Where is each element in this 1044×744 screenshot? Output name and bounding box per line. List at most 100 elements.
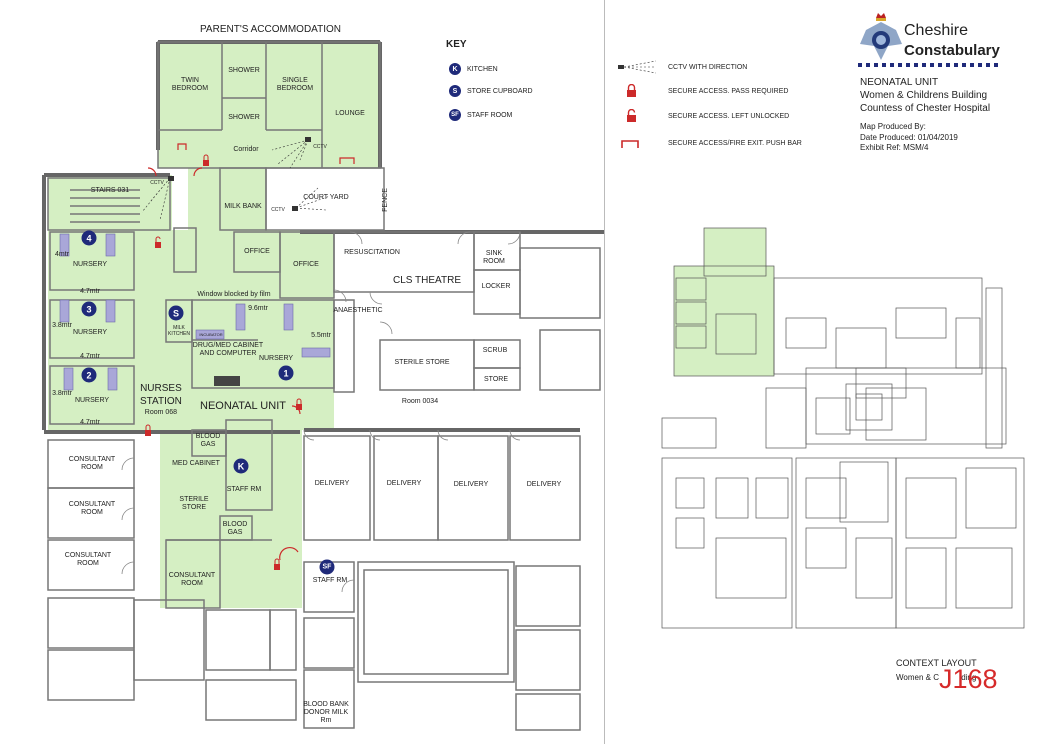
context-layout-title: CONTEXT LAYOUT — [896, 658, 977, 668]
key-title: KEY — [446, 39, 467, 50]
court-yard-label: COURT YARD — [303, 194, 349, 201]
blood-gas-label: BLOOD GAS — [222, 521, 248, 536]
resuscitation-label: RESUSCITATION — [344, 249, 400, 256]
sterile-store-label: STERILE STORE — [394, 359, 450, 366]
floor-plan — [42, 40, 604, 731]
battenburg-stripe — [858, 63, 998, 67]
delivery-room-label: DELIVERY — [386, 480, 422, 487]
dimension-label: 3.8mtr — [52, 322, 72, 329]
key-item-kitchen: K KITCHEN — [449, 63, 498, 75]
consultant-room-label: CONSULTANT ROOM — [64, 552, 112, 567]
scrub-label: SCRUB — [482, 347, 508, 354]
blood-gas-label: BLOOD GAS — [195, 433, 221, 448]
cls-theatre-label: CLS THEATRE — [393, 275, 461, 286]
legend-item-cctv: CCTV WITH DIRECTION — [616, 60, 747, 74]
padlocks — [145, 154, 302, 570]
unlocked-padlock-icon — [627, 109, 636, 122]
brand-line-2: Constabulary — [904, 42, 1000, 59]
store-badge-icon: S — [449, 85, 461, 97]
interior-walls — [47, 41, 601, 731]
cctv-label: CCTV — [271, 207, 285, 213]
context-layout-map — [661, 227, 1025, 629]
office-label: OFFICE — [293, 261, 319, 268]
push-bar-exit-icon — [621, 140, 639, 148]
nursery-label: NURSERY — [258, 355, 294, 362]
legend-item-locked: SECURE ACCESS. PASS REQUIRED — [616, 84, 788, 98]
staff-badge-icon: SF — [449, 109, 461, 121]
delivery-room-label: DELIVERY — [526, 481, 562, 488]
neonatal-unit-label: NEONATAL UNIT — [200, 400, 286, 412]
locker-label: LOCKER — [481, 283, 511, 290]
shower-label: SHOWER — [228, 114, 260, 121]
delivery-room-label: DELIVERY — [453, 481, 489, 488]
twin-bedroom-label: TWIN BEDROOM — [171, 77, 209, 92]
info-produced-by: Map Produced By: — [860, 122, 926, 131]
cctv-icon — [618, 60, 657, 74]
cctv-label: CCTV — [150, 180, 164, 186]
consultant-room-label: CONSULTANT ROOM — [168, 572, 216, 587]
nursery-label: NURSERY — [72, 261, 108, 268]
info-exhibit: Exhibit Ref: MSM/4 — [860, 143, 929, 152]
store-cupboard-badge: S — [168, 305, 184, 321]
nursery-number-badge: 3 — [81, 301, 97, 317]
corridor-label: Corridor — [233, 146, 259, 153]
nurses-station-label: NURSES STATION — [140, 383, 182, 407]
key-item-store: S STORE CUPBOARD — [449, 85, 533, 97]
nursery-number-badge: 2 — [81, 367, 97, 383]
incubators — [59, 233, 331, 391]
info-unit: NEONATAL UNIT — [860, 77, 939, 88]
legend-label: SECURE ACCESS/FIRE EXIT. PUSH BAR — [668, 139, 802, 147]
dimension-label: 3.8mtr — [52, 390, 72, 397]
dimension-label: 4.7mtr — [80, 419, 100, 426]
context-layout-subtitle: Women & C ding — [896, 673, 977, 682]
nursery-label: NURSERY — [72, 329, 108, 336]
doors — [121, 231, 521, 593]
dimension-label: 4.7mtr — [80, 288, 100, 295]
legend-label: SECURE ACCESS. LEFT UNLOCKED — [668, 112, 790, 120]
cctv-cameras — [141, 139, 331, 221]
parents-accommodation-title: PARENT'S ACCOMMODATION — [200, 24, 341, 35]
dimension-label: 4mtr — [55, 251, 69, 258]
page-divider — [604, 0, 605, 744]
incubator-label: INCUBATOR — [199, 332, 223, 337]
info-building: Women & Childrens Building — [860, 90, 988, 101]
neonatal-shaded-area — [48, 42, 380, 608]
dimension-label: 4.7mtr — [80, 353, 100, 360]
staff-room-label: STAFF RM — [226, 486, 262, 493]
dimension-label: 5.5mtr — [311, 332, 331, 339]
stairs-label: STAIRS 031 — [90, 187, 130, 194]
kitchen-badge-icon: K — [449, 63, 461, 75]
nursery-number-badge: 1 — [278, 365, 294, 381]
lounge-label: LOUNGE — [335, 110, 365, 117]
key-item-staff: SF STAFF ROOM — [449, 109, 512, 121]
med-cabinet-label: MED CABINET — [172, 460, 220, 467]
fence-label: FENCE — [382, 188, 389, 212]
exhibit-stamp: J168 — [939, 664, 998, 694]
key-item-label: KITCHEN — [467, 65, 498, 73]
key-item-label: STORE CUPBOARD — [467, 87, 533, 95]
kitchen-badge: K — [233, 458, 249, 474]
legend-item-unlocked: SECURE ACCESS. LEFT UNLOCKED — [616, 109, 789, 123]
drug-cabinet-label: DRUG/MED CABINET AND COMPUTER — [192, 342, 264, 357]
delivery-room-label: DELIVERY — [314, 480, 350, 487]
legend-item-push-bar: SECURE ACCESS/FIRE EXIT. PUSH BAR — [616, 136, 802, 150]
locked-padlock-icon — [627, 84, 636, 97]
room-0034-label: Room 0034 — [401, 398, 439, 405]
cheshire-constabulary-crest-logo — [860, 13, 902, 60]
shower-label: SHOWER — [228, 67, 260, 74]
legend-label: SECURE ACCESS. PASS REQUIRED — [668, 87, 789, 95]
brand-line-1: Cheshire — [904, 22, 969, 39]
dimension-label: 9.6mtr — [248, 305, 268, 312]
consultant-room-label: CONSULTANT ROOM — [68, 501, 116, 516]
consultant-room-label: CONSULTANT ROOM — [68, 456, 116, 471]
key-item-label: STAFF ROOM — [467, 111, 513, 119]
sterile-store-label: STERILE STORE — [179, 496, 209, 511]
blood-bank-label: BLOOD BANK DONOR MILK Rm — [303, 701, 349, 724]
sink-room-label: SINK ROOM — [483, 250, 505, 265]
room-068-label: Room 068 — [144, 409, 178, 416]
store-label: STORE — [484, 376, 508, 383]
info-hospital: Countess of Chester Hospital — [860, 103, 991, 114]
staff-room-label: STAFF RM — [312, 577, 348, 584]
milk-bank-label: MILK BANK — [224, 203, 262, 210]
window-blocked-note: Window blocked by film — [197, 291, 271, 298]
